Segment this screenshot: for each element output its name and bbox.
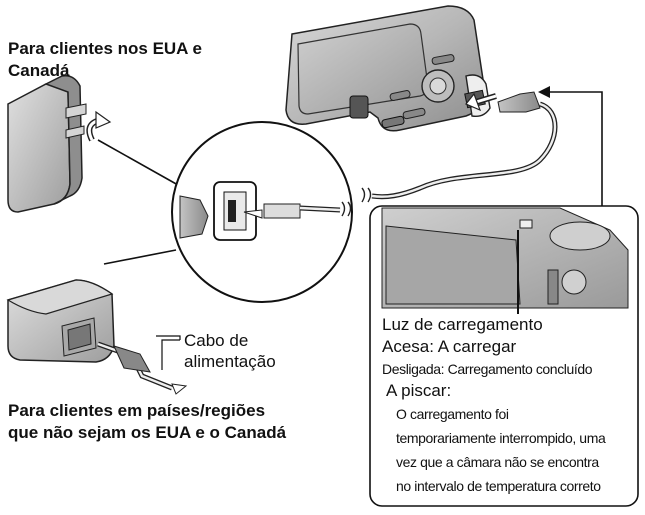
usb-cable-camera <box>361 91 558 203</box>
lamp-detail-panel <box>369 205 639 507</box>
blinking-detail-line-2: temporariamente interrompido, uma <box>396 430 606 446</box>
zoom-callout <box>97 121 353 303</box>
blinking-detail-line-4: no intervalo de temperatura correto <box>396 478 601 494</box>
usa-canada-label-line-1: Para clientes nos EUA e <box>8 39 203 58</box>
usa-canada-label-line-2: Canadá <box>8 61 70 80</box>
pointer-arrow <box>538 86 603 206</box>
power-cord-label-line-1: Cabo de <box>184 331 249 350</box>
other-ac-adapter <box>6 279 188 395</box>
blinking-detail-line-1: O carregamento foi <box>396 406 509 422</box>
power-cord-label-line-2: alimentação <box>184 352 276 371</box>
blinking-detail-line-3: vez que a câmara não se encontra <box>396 454 599 470</box>
charge-lamp-off: Desligada: Carregamento concluído <box>382 361 593 377</box>
other-regions-label-line-1: Para clientes em países/regiões <box>8 401 266 420</box>
other-regions-label-line-2: que não sejam os EUA e o Canadá <box>8 423 287 442</box>
charge-lamp-blinking: A piscar: <box>386 381 452 400</box>
charge-lamp-on: Acesa: A carregar <box>382 337 517 356</box>
camera <box>285 5 491 132</box>
charge-lamp-title: Luz de carregamento <box>382 315 543 334</box>
us-ac-adapter <box>7 74 112 213</box>
